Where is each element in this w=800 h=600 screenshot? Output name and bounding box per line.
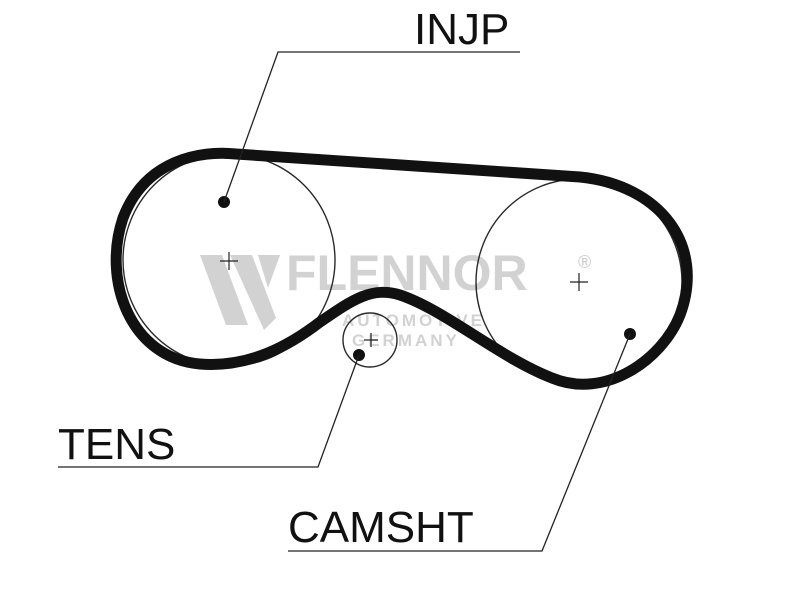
camshaft-label: CAMSHT — [288, 503, 474, 552]
injection-pump-center-mark — [220, 252, 238, 270]
tensioner-leader-line — [58, 354, 360, 468]
watermark-registered-mark: ® — [578, 252, 591, 272]
tensioner-label: TENS — [58, 420, 175, 469]
tensioner-pulley — [342, 312, 398, 368]
injection-pump-leader-line — [223, 51, 520, 203]
camshaft-center-mark — [570, 273, 588, 291]
flennor-logo-icon — [200, 255, 280, 330]
timing-belt — [110, 147, 693, 390]
injection-pump-label: INJP — [414, 5, 509, 54]
tensioner-center-mark — [364, 333, 378, 347]
watermark-tagline-2: GERMANY — [352, 331, 460, 350]
camshaft-leader-line — [288, 333, 631, 552]
